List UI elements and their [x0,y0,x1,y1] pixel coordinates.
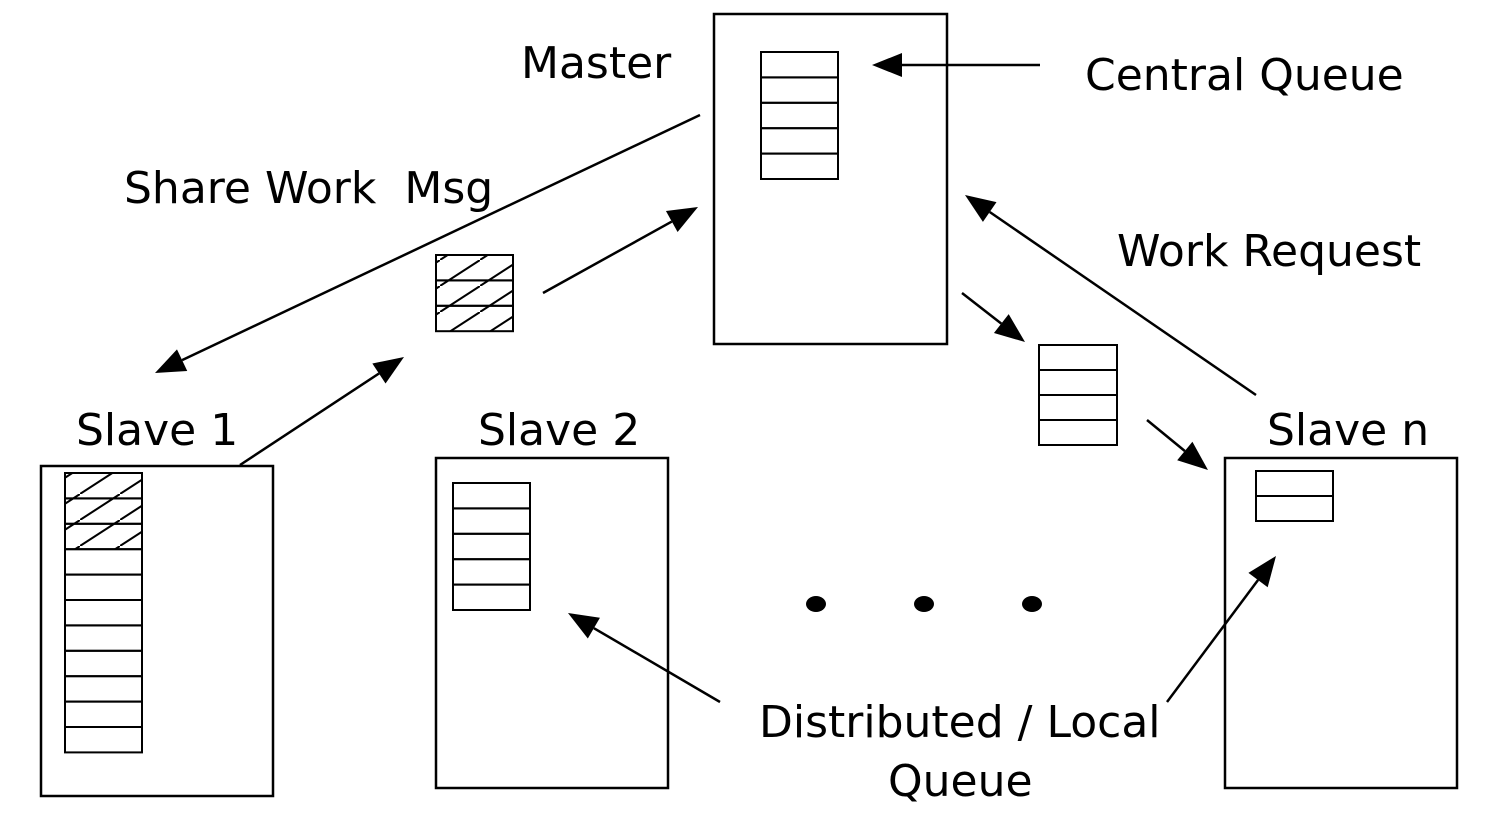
queue-cell [452,558,531,586]
slaven-label: Slave n [1267,405,1429,456]
arrow-shaft [961,292,1003,325]
queue-cell [452,507,531,535]
arrow-distributed-slave2 [568,613,721,704]
arrow-shaft [1146,419,1186,452]
arrow-shaft [989,210,1257,397]
arrow-central-queue [872,53,1040,77]
arrow-distributed-slaven [1165,556,1276,703]
queue-cell [64,548,143,576]
queue-cell [1038,369,1118,396]
queue-cell-shared [64,472,143,500]
queue-cell [760,127,839,155]
queue-cell [760,152,839,181]
arrow-head [665,207,698,233]
queue-cell [64,599,143,627]
queue-cell [452,583,531,611]
queue-cell [452,532,531,561]
ellipsis-dot [806,596,826,612]
arrow-head [155,349,188,373]
arrow-work-request [965,195,1257,397]
arrow-share-work-msg [155,113,701,373]
connector-arrows [155,53,1276,704]
arrow-shaft [239,372,380,467]
queue-cell [64,624,143,652]
queue-cell [1038,394,1118,421]
queue-cell-shared [435,279,514,307]
queue-cell [64,649,143,678]
arrow-shaft [593,627,721,704]
central-queue-label: Central Queue [1085,50,1404,101]
queue-cell-shared [64,522,143,551]
queue-cell [64,700,143,728]
arrow-head [965,195,997,222]
queue-cell [1038,344,1118,371]
arrow-shaft [542,220,673,295]
queue-cell [760,101,839,130]
distributed-queue-label-line1: Distributed / Local [759,697,1161,748]
queue-cell-shared [64,497,143,525]
arrow-head [372,357,404,384]
queue-cell [64,573,143,601]
distributed-queue-label-line2: Queue [888,756,1033,807]
arrow-head [568,613,600,639]
slave2-node [434,456,670,790]
master-node [712,12,949,346]
arrow-head [1177,441,1208,470]
queue-cell [760,51,839,79]
queue-cell [1255,495,1334,522]
arrow-slave1-to-msg [239,357,404,467]
ellipsis [806,596,1042,612]
work-request-label: Work Request [1117,226,1421,277]
slaven-local-queue [1255,470,1334,522]
ellipsis-dot [914,596,934,612]
arrow-shaft [181,113,701,362]
slaven-node [1223,456,1459,790]
queue-cell-shared [435,254,514,282]
share-work-message-queue [435,254,514,333]
master-label: Master [521,38,672,89]
queue-cell [1038,419,1118,446]
slave2-label: Slave 2 [478,405,640,456]
arrow-msg-to-master [542,207,698,295]
queue-cell [64,726,143,754]
queue-cell [64,675,143,703]
central-queue [760,51,839,181]
queue-cell-shared [435,304,514,333]
arrow-head [872,53,902,77]
arrow-transfer-to-slaven [1146,419,1208,470]
arrow-master-to-transfer [961,292,1025,342]
slave1-label: Slave 1 [76,405,238,456]
queue-cell [1255,470,1334,497]
queue-cell [760,76,839,104]
slave1-local-queue [64,472,143,754]
arrow-head [993,314,1025,342]
share-work-msg-label: Share Work Msg [124,163,493,214]
arrow-shaft [1165,579,1260,703]
ellipsis-dot [1022,596,1042,612]
queue-cell [452,482,531,510]
slave2-local-queue [452,482,531,611]
arrow-head [1248,556,1276,588]
slave1-node [39,464,275,798]
transfer-queue [1038,344,1118,446]
